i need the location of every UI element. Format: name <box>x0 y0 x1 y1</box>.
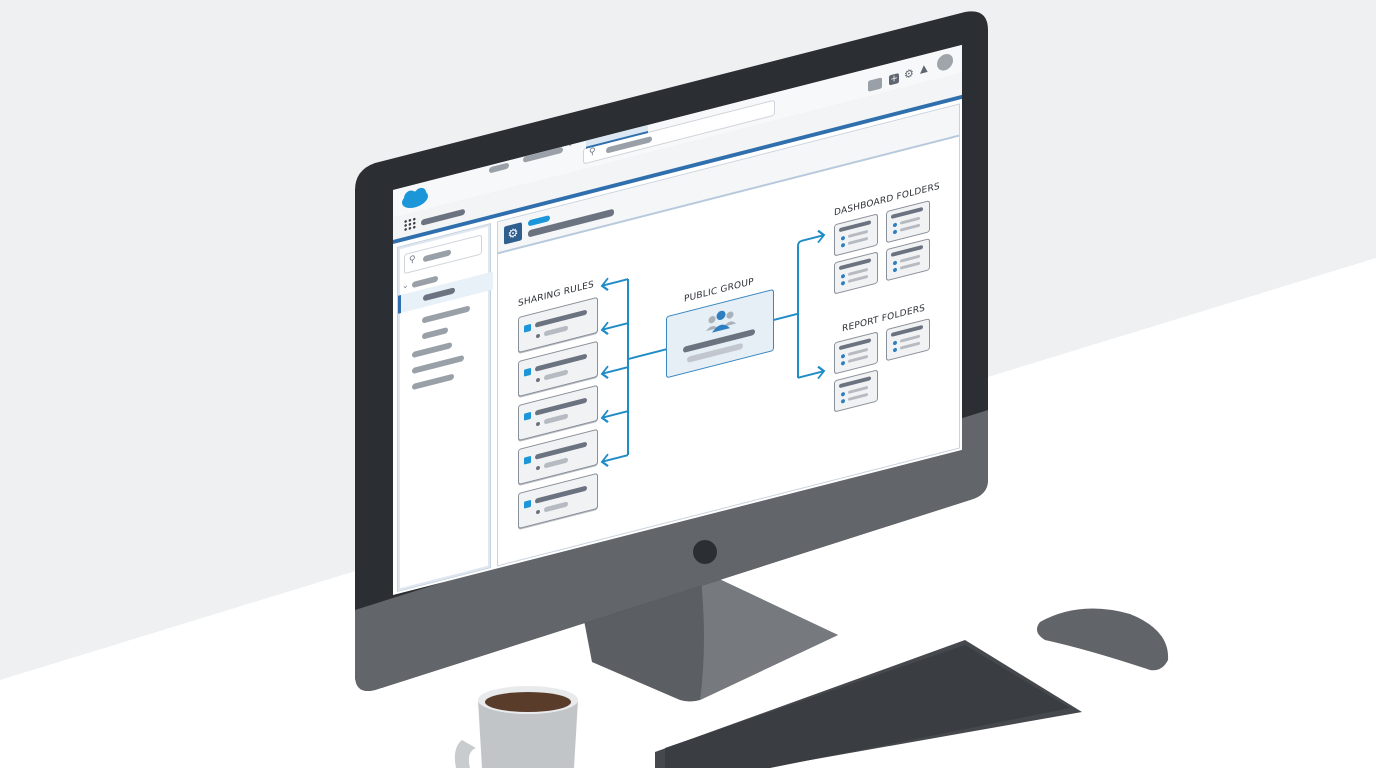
tree-chevron-icon[interactable]: ⌄ <box>402 279 409 291</box>
tree-item[interactable] <box>422 305 470 324</box>
tree-item[interactable] <box>412 341 452 359</box>
quick-find-input[interactable]: ⚲ <box>404 234 482 275</box>
favorites-icon[interactable] <box>868 77 882 92</box>
search-icon: ⚲ <box>589 146 596 159</box>
group-people-icon <box>706 310 736 333</box>
rule-icon <box>524 323 531 333</box>
diagram-connectors <box>600 229 826 468</box>
keyboard <box>655 640 1082 768</box>
cloud-logo-icon <box>402 187 428 209</box>
rule-icon <box>524 367 531 377</box>
rule-icon <box>524 411 531 421</box>
monitor-screen: ⚲ + ⚙ ▲ ••••••••• ⌄ ⌄ ⌄ ⚲ ⌄ <box>393 44 962 595</box>
add-icon[interactable]: + <box>889 72 899 86</box>
global-header: ⚲ + ⚙ ▲ <box>393 44 962 219</box>
coffee-cup <box>454 686 578 768</box>
app-launcher-icon[interactable]: ••••••••• <box>403 215 416 237</box>
tree-item[interactable] <box>412 354 464 375</box>
tree-item[interactable] <box>412 373 454 391</box>
setup-gear-icon[interactable]: ⚙ <box>904 66 914 82</box>
rule-icon <box>524 499 531 509</box>
app-name <box>421 208 465 226</box>
rule-icon <box>524 455 531 465</box>
search-icon: ⚲ <box>409 254 416 266</box>
notifications-bell-icon[interactable]: ▲ <box>920 62 928 76</box>
mouse <box>1036 608 1169 671</box>
setup-main-panel: ⚙ SHARING RULES <box>497 103 960 567</box>
tree-item-selected[interactable] <box>398 271 493 314</box>
public-group-card[interactable] <box>666 288 774 379</box>
tree-item[interactable] <box>422 326 448 340</box>
setup-sidebar: ⚲ ⌄ <box>397 223 493 592</box>
avatar[interactable] <box>937 52 953 73</box>
